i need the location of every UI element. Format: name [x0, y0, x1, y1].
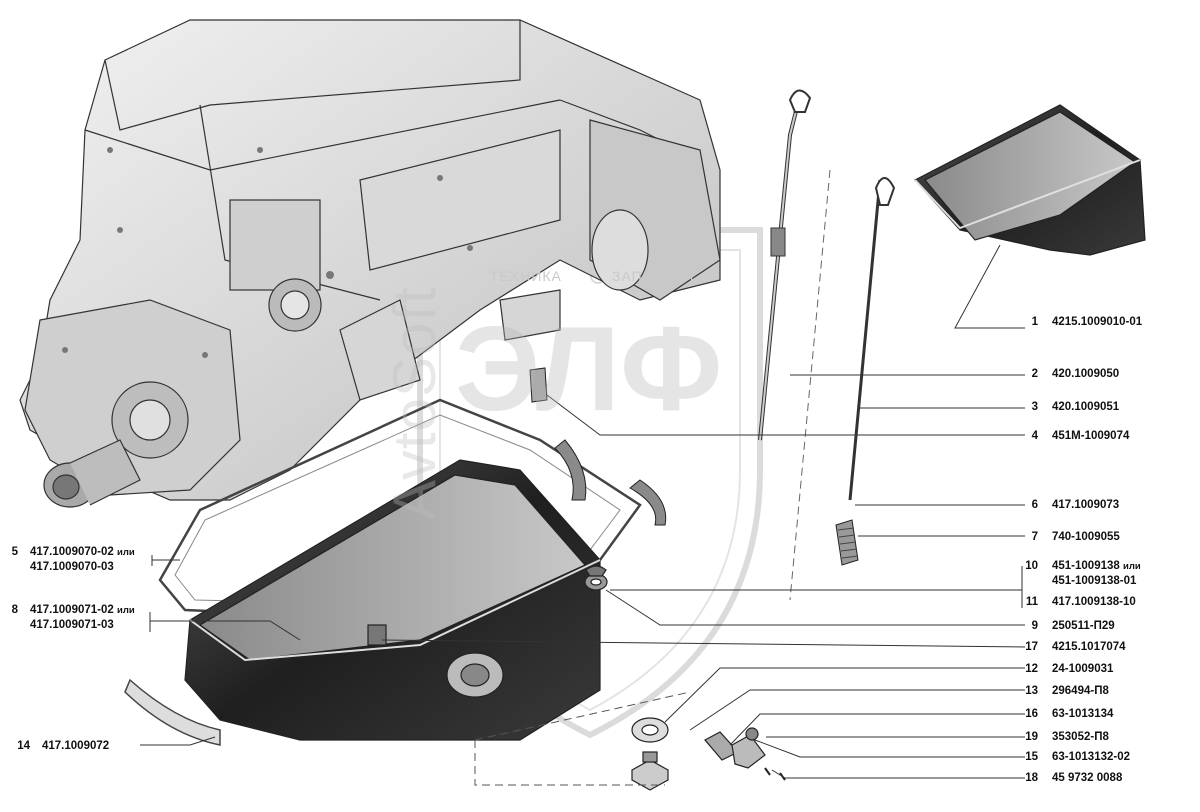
dipstick-tube — [758, 89, 812, 441]
engine-block — [19, 19, 721, 508]
oil-pan — [184, 459, 601, 741]
drain-plug — [631, 759, 669, 791]
dipstick — [848, 177, 896, 501]
watermark-text-right: ЗАПЧАСТИ — [612, 268, 695, 284]
small-oil-pan — [914, 104, 1146, 256]
side-gasket — [124, 678, 221, 746]
watermark-text-left: ТЕХНИКА — [490, 268, 562, 284]
spring — [529, 367, 859, 566]
leader-lines — [140, 244, 1026, 779]
watermark-big: ЭЛФ — [455, 302, 723, 436]
watermark-vertical: AvtoSoft — [381, 286, 448, 520]
